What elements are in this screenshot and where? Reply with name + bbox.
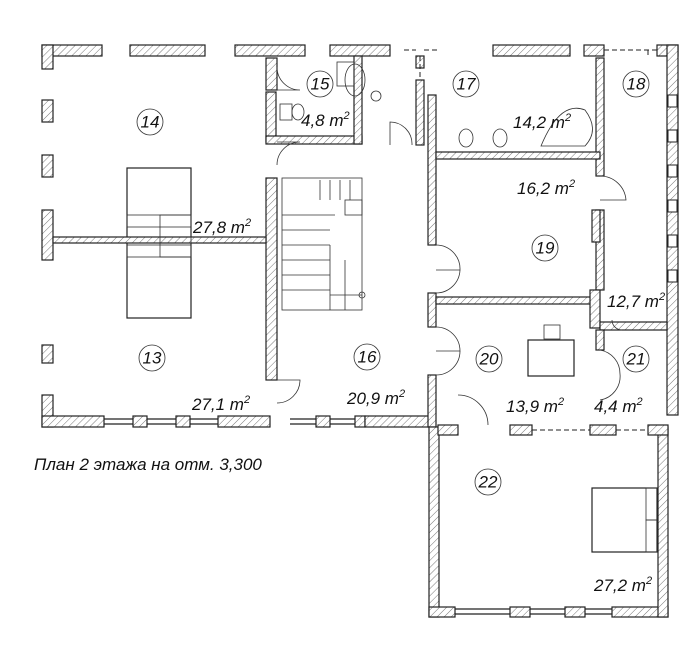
- bed: [591, 487, 658, 553]
- desk: [527, 324, 575, 377]
- doors: [276, 66, 627, 426]
- room-22-number: 22: [478, 473, 498, 492]
- room-16-area: 20,9 m2: [346, 388, 405, 408]
- room-22-area: 27,2 m2: [593, 575, 652, 595]
- staircase: [281, 177, 366, 311]
- room-13-number: 13: [143, 349, 162, 368]
- room-areas: 27,1 m2 27,8 m2 4,8 m2 20,9 m2 14,2 m2 1…: [191, 110, 665, 595]
- room-15-number: 15: [311, 75, 330, 94]
- room-21-area: 4,4 m2: [594, 396, 643, 416]
- room-14-area: 27,8 m2: [192, 217, 251, 237]
- room-numbers: 14 13 15 16 17 18 19 20 21 22: [136, 70, 650, 496]
- room-17-number: 17: [457, 75, 476, 94]
- room-21-number: 21: [626, 350, 646, 369]
- room-16-number: 16: [358, 348, 377, 367]
- room-19-area: 16,2 m2: [517, 178, 575, 198]
- room-18-number: 18: [627, 75, 646, 94]
- room-18-area: 12,7 m2: [607, 291, 665, 311]
- room-15-area: 4,8 m2: [301, 110, 350, 130]
- openings: [404, 49, 657, 431]
- plan-caption: План 2 этажа на отм. 3,300: [34, 455, 262, 474]
- room-17-area: 14,2 m2: [513, 112, 571, 132]
- bathroom-fixtures: [279, 61, 593, 148]
- interior-walls: [265, 55, 669, 618]
- windows: [104, 94, 678, 615]
- room-14-number: 14: [141, 113, 160, 132]
- exterior-walls: [41, 44, 679, 428]
- elevator-block: [52, 167, 267, 319]
- room-20-area: 13,9 m2: [506, 396, 564, 416]
- room-20-number: 20: [479, 350, 499, 369]
- room-19-number: 19: [536, 239, 555, 258]
- room-13-area: 27,1 m2: [191, 394, 250, 414]
